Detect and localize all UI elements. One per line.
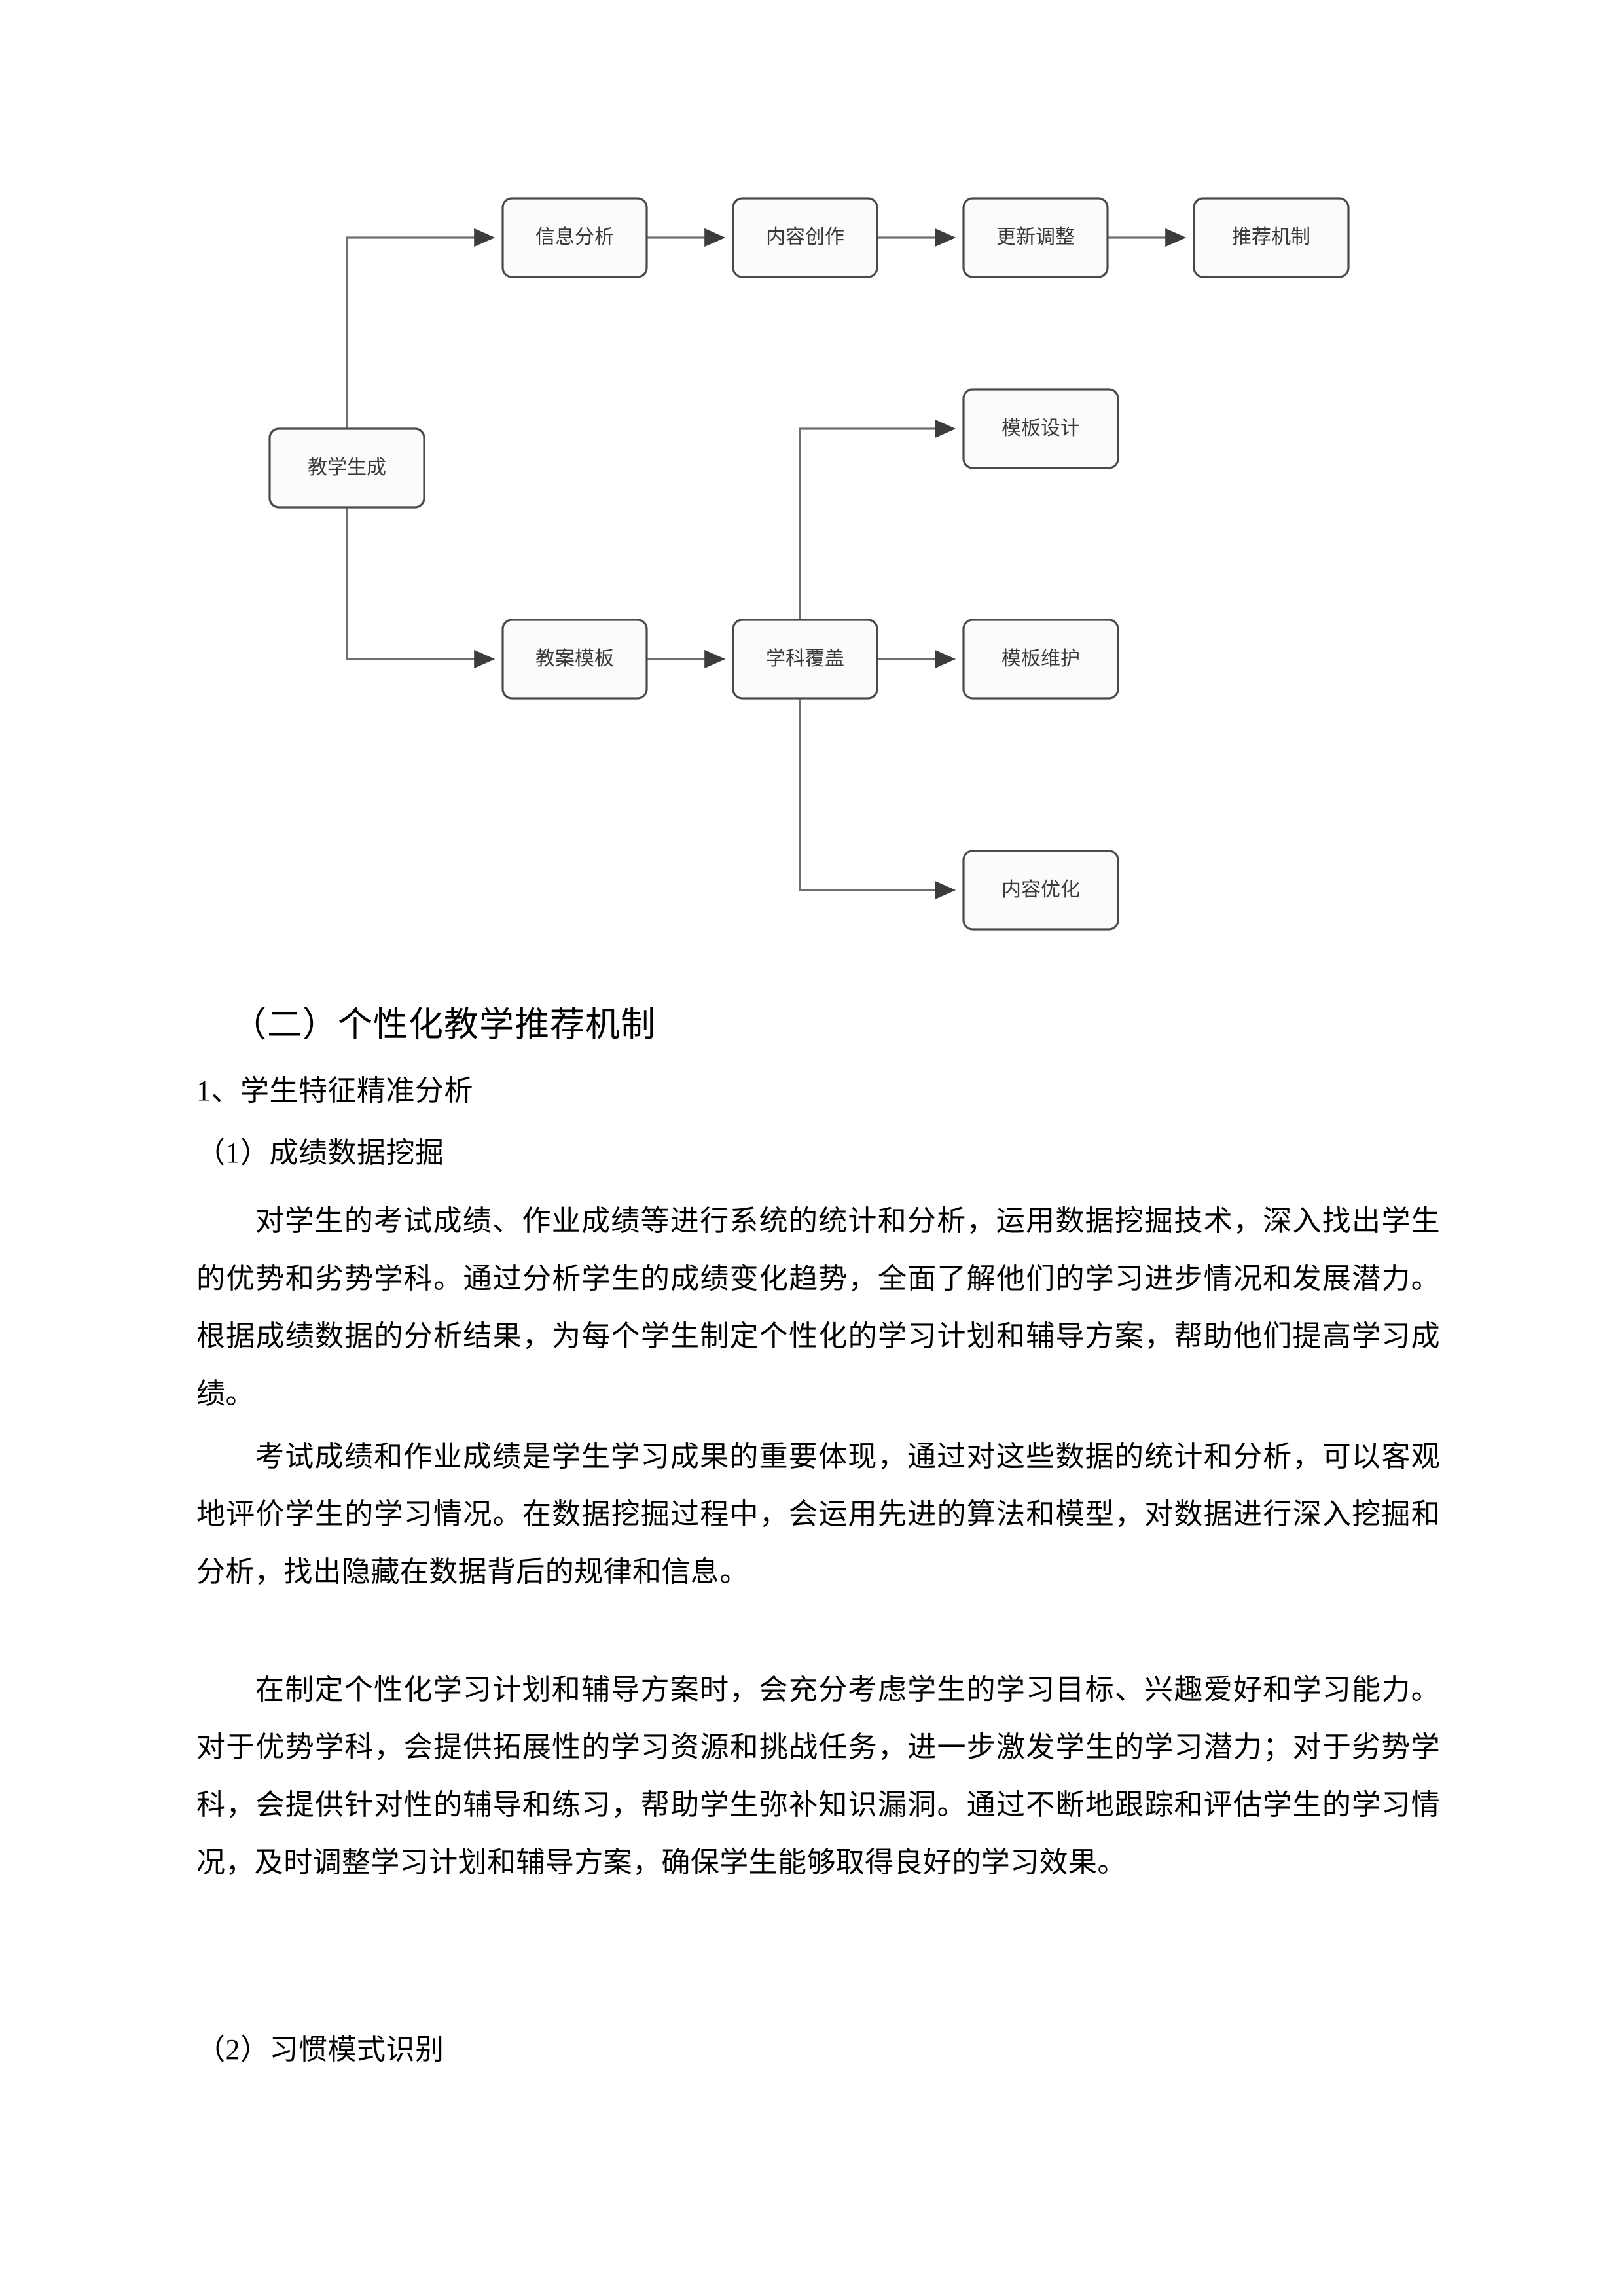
paragraph-2: 考试成绩和作业成绩是学生学习成果的重要体现，通过对这些数据的统计和分析，可以客观… xyxy=(196,1441,1440,1588)
paragraph-3: 在制定个性化学习计划和辅导方案时，会充分考虑学生的学习目标、兴趣爱好和学习能力。… xyxy=(196,1674,1440,1878)
node-template-maint-label: 模板维护 xyxy=(1001,648,1080,670)
node-subject-cover-label: 学科覆盖 xyxy=(766,648,844,670)
edge-subject-cover-to-content-optim xyxy=(799,698,956,900)
node-template-design[interactable]: 模板设计 xyxy=(962,388,1119,469)
node-content-optim[interactable]: 内容优化 xyxy=(962,850,1119,931)
node-root-label: 教学生成 xyxy=(308,457,386,478)
edge-root-to-info-analysis xyxy=(346,228,496,429)
section-heading: （二）个性化教学推荐机制 xyxy=(232,1006,656,1044)
edge-subject-cover-to-template-design xyxy=(799,419,956,620)
edge-root-to-lesson-template xyxy=(346,507,496,669)
subheading-grade-data-mining: （1）成绩数据挖掘 xyxy=(196,1137,444,1169)
node-root[interactable]: 教学生成 xyxy=(268,427,425,509)
node-info-analysis[interactable]: 信息分析 xyxy=(501,197,648,278)
node-template-maint[interactable]: 模板维护 xyxy=(962,619,1119,700)
teaching-generation-flowchart: 教学生成 信息分析 内容创作 更新调整 推荐机制 教案模板 xyxy=(249,177,1401,995)
node-content-create-label: 内容创作 xyxy=(766,226,844,248)
subheading-habit-pattern-recognition: （2）习惯模式识别 xyxy=(196,2034,444,2066)
node-lesson-template-label: 教案模板 xyxy=(535,648,614,670)
node-recommend-label: 推荐机制 xyxy=(1232,226,1310,248)
paragraph-1: 对学生的考试成绩、作业成绩等进行系统的统计和分析，运用数据挖掘技术，深入找出学生… xyxy=(196,1205,1440,1410)
node-lesson-template[interactable]: 教案模板 xyxy=(501,619,648,700)
node-content-create[interactable]: 内容创作 xyxy=(732,197,878,278)
node-template-design-label: 模板设计 xyxy=(1001,418,1080,439)
node-update-adjust[interactable]: 更新调整 xyxy=(962,197,1109,278)
item-heading: 1、学生特征精准分析 xyxy=(196,1075,473,1107)
node-recommend[interactable]: 推荐机制 xyxy=(1193,197,1350,278)
node-info-analysis-label: 信息分析 xyxy=(535,226,614,248)
node-update-adjust-label: 更新调整 xyxy=(996,226,1075,248)
node-subject-cover[interactable]: 学科覆盖 xyxy=(732,619,878,700)
node-content-optim-label: 内容优化 xyxy=(1001,879,1080,901)
